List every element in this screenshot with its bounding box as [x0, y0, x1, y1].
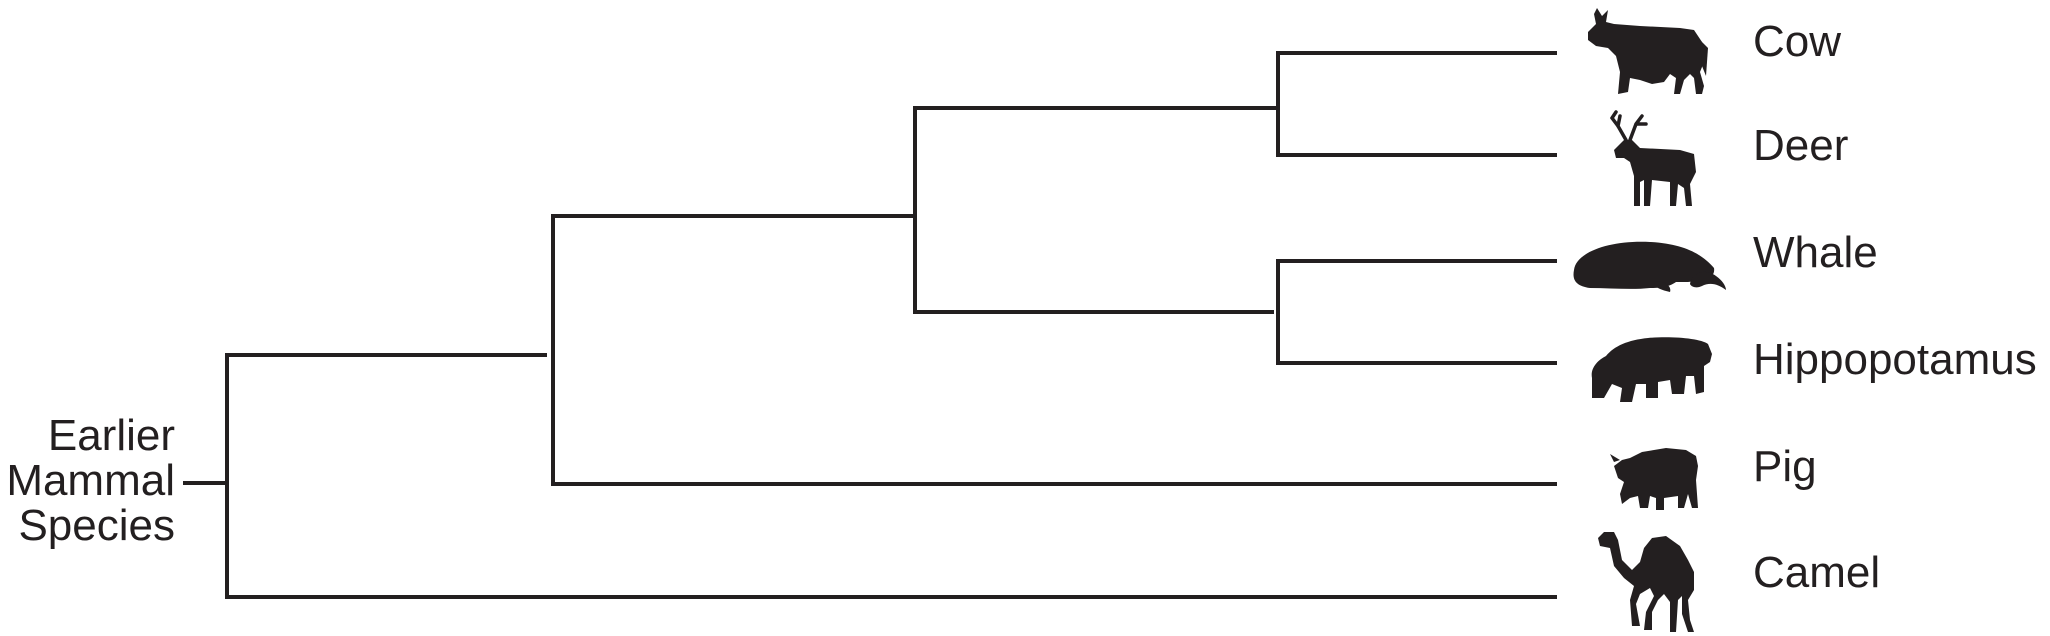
taxon-label-whale: Whale: [1753, 228, 1878, 277]
hippopotamus-icon: [1591, 337, 1712, 402]
deer-icon: [1610, 110, 1696, 206]
root-label-line-3: Species: [18, 501, 175, 550]
pig-icon: [1610, 448, 1698, 510]
root-label-line-1: Earlier: [47, 411, 175, 460]
taxon-label-camel: Camel: [1753, 548, 1881, 597]
taxon-label-hippopotamus: Hippopotamus: [1753, 335, 2037, 384]
cow-icon: [1588, 8, 1708, 94]
camel-icon: [1598, 532, 1694, 632]
taxon-label-cow: Cow: [1753, 17, 1842, 66]
taxon-label-pig: Pig: [1753, 442, 1817, 491]
root-label-line-2: Mammal: [6, 456, 175, 505]
root-label: Earlier Mammal Species: [6, 413, 175, 548]
taxon-label-deer: Deer: [1753, 121, 1849, 170]
whale-icon: [1573, 241, 1726, 292]
